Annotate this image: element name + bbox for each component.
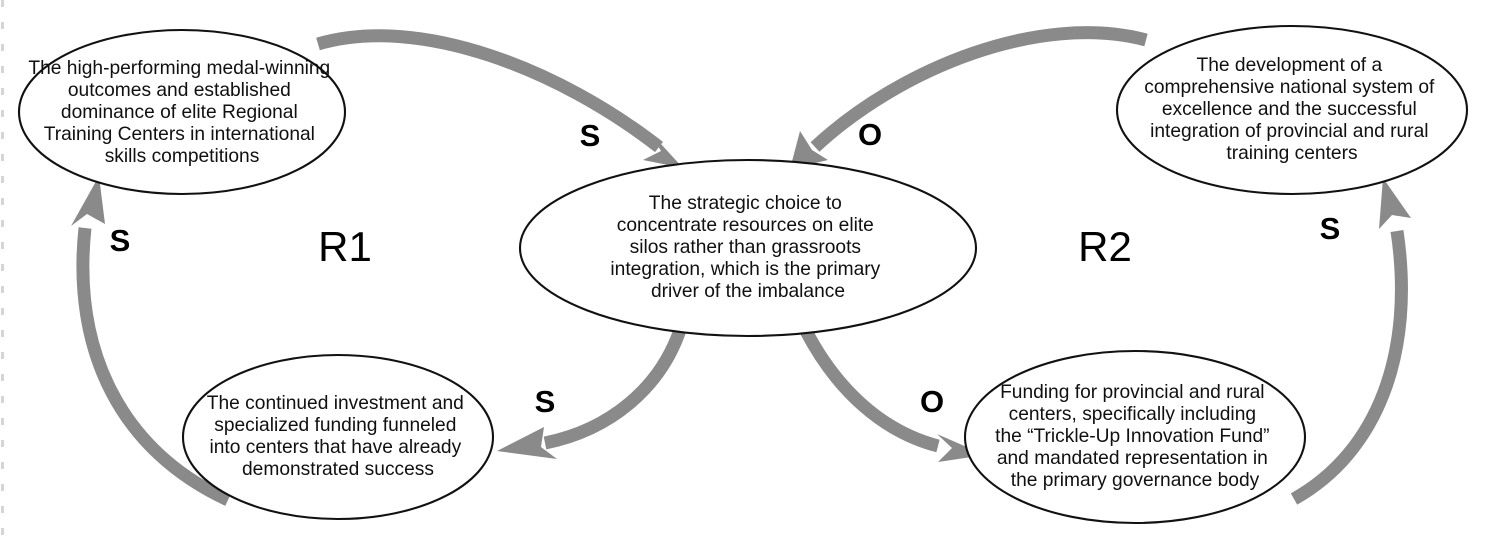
link-system-to-choice[interactable] xyxy=(790,26,1148,169)
link-investment-to-elite[interactable] xyxy=(71,176,231,506)
page-margin-perforation xyxy=(1,0,4,548)
link-system-to-choice-arrowhead xyxy=(790,131,828,169)
node-strategic-choice[interactable]: The strategic choice to concentrate reso… xyxy=(518,158,978,338)
node-strategic-choice-shape xyxy=(518,158,978,338)
polarity-label-choice-to-investment: S xyxy=(535,384,556,419)
polarity-label-investment-to-elite: S xyxy=(110,223,131,258)
link-investment-to-elite-arrowhead xyxy=(71,176,105,226)
node-trickle-up-funding-shape xyxy=(963,349,1307,525)
polarity-label-choice-to-funding: O xyxy=(920,384,944,419)
link-elite-to-choice[interactable] xyxy=(316,29,683,168)
link-system-to-choice-path xyxy=(810,26,1148,152)
polarity-label-system-to-choice: O xyxy=(858,117,882,152)
link-elite-to-choice-path xyxy=(316,29,663,153)
node-continued-investment-shape xyxy=(181,353,495,521)
node-national-system-shape xyxy=(1115,24,1469,196)
polarity-label-elite-to-choice: S xyxy=(580,118,601,153)
node-continued-investment[interactable]: The continued investment and specialized… xyxy=(181,353,495,521)
link-choice-to-investment-path xyxy=(543,327,687,450)
node-elite-outcomes[interactable]: The high-performing medal-winning outcom… xyxy=(17,28,347,196)
link-funding-to-system-path xyxy=(1290,230,1408,505)
link-funding-to-system-arrowhead xyxy=(1379,178,1411,229)
node-trickle-up-funding[interactable]: Funding for provincial and rural centers… xyxy=(963,349,1307,525)
polarity-label-funding-to-system: S xyxy=(1320,211,1341,246)
link-choice-to-investment-arrowhead xyxy=(497,427,557,459)
node-continued-investment-label: The continued investment and specialized… xyxy=(207,393,469,480)
node-national-system-label: The development of a comprehensive natio… xyxy=(1144,55,1439,164)
node-national-system[interactable]: The development of a comprehensive natio… xyxy=(1115,24,1469,196)
link-investment-to-elite-path xyxy=(76,227,231,506)
link-funding-to-system[interactable] xyxy=(1290,178,1411,505)
link-choice-to-investment[interactable] xyxy=(497,327,687,459)
node-trickle-up-funding-label: Funding for provincial and rural centers… xyxy=(995,382,1275,491)
loop-label-r1: R1 xyxy=(318,223,372,270)
node-strategic-choice-label: The strategic choice to concentrate reso… xyxy=(610,193,885,302)
node-elite-outcomes-label: The high-performing medal-winning outcom… xyxy=(28,58,335,167)
link-choice-to-funding-path xyxy=(800,327,940,453)
link-elite-to-choice-arrowhead xyxy=(643,132,683,168)
loop-label-r2: R2 xyxy=(1078,223,1132,270)
node-elite-outcomes-shape xyxy=(17,28,347,196)
link-choice-to-funding[interactable] xyxy=(800,327,985,462)
